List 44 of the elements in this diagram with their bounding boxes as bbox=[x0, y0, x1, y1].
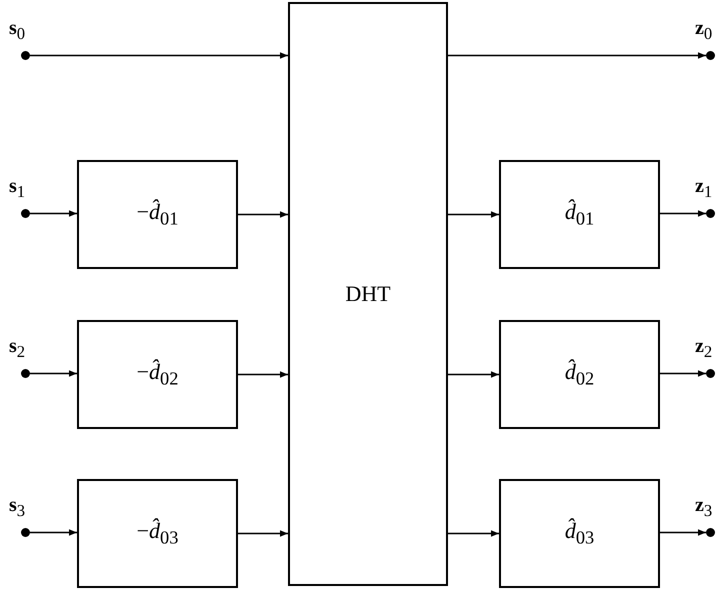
block-label: −d̂$_{01}$ bbox=[136, 199, 178, 230]
terminal-dot bbox=[21, 51, 30, 60]
arrow bbox=[238, 211, 288, 218]
block-box bbox=[77, 479, 238, 588]
terminal-dot bbox=[21, 369, 30, 378]
terminal-dot bbox=[706, 209, 715, 218]
arrow bbox=[660, 529, 706, 536]
arrow bbox=[238, 371, 288, 378]
signal-label: z$_{1}$ bbox=[695, 175, 712, 202]
signal-label: s$_{2}$ bbox=[9, 335, 26, 362]
arrow bbox=[660, 210, 706, 217]
block-box bbox=[288, 2, 448, 586]
arrow bbox=[448, 530, 499, 537]
block-label: d̂$_{02}$ bbox=[564, 359, 594, 390]
block-label: d̂$_{03}$ bbox=[564, 518, 594, 549]
arrow bbox=[448, 52, 706, 59]
signal-label: s$_{0}$ bbox=[9, 17, 26, 44]
signal-label: z$_{0}$ bbox=[695, 17, 712, 44]
terminal-dot bbox=[706, 528, 715, 537]
terminal-dot bbox=[21, 209, 30, 218]
terminal-dot bbox=[706, 51, 715, 60]
signal-label: z$_{3}$ bbox=[695, 494, 712, 521]
arrow bbox=[30, 529, 77, 536]
terminal-dot bbox=[706, 369, 715, 378]
arrow bbox=[30, 52, 288, 59]
arrow bbox=[660, 370, 706, 377]
block-label: −d̂$_{03}$ bbox=[136, 518, 178, 549]
block-box bbox=[77, 160, 238, 269]
signal-label: s$_{3}$ bbox=[9, 494, 26, 521]
signal-label: z$_{2}$ bbox=[695, 335, 712, 362]
signal-label: s$_{1}$ bbox=[9, 175, 26, 202]
block-label: DHT bbox=[345, 281, 391, 307]
block-box bbox=[499, 479, 660, 588]
arrow bbox=[448, 371, 499, 378]
block-box bbox=[499, 320, 660, 429]
arrow bbox=[448, 211, 499, 218]
arrow bbox=[30, 210, 77, 217]
block-box bbox=[77, 320, 238, 429]
block-label: −d̂$_{02}$ bbox=[136, 359, 178, 390]
block-label: d̂$_{01}$ bbox=[564, 199, 594, 230]
block-box bbox=[499, 160, 660, 269]
arrow bbox=[238, 530, 288, 537]
arrow bbox=[30, 370, 77, 377]
terminal-dot bbox=[21, 528, 30, 537]
